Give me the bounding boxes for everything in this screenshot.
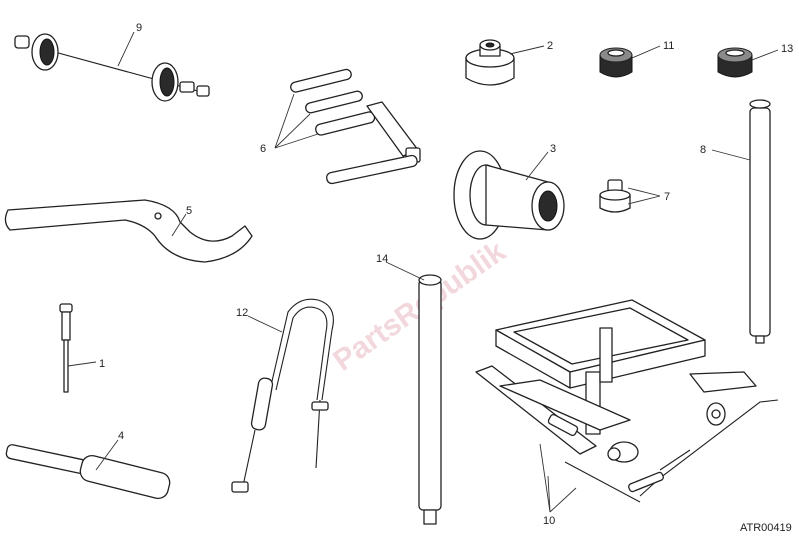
part-11-bushing	[599, 47, 633, 78]
part-7-valve	[599, 179, 631, 213]
callout-6: 6	[260, 143, 266, 155]
callout-11: 11	[663, 40, 674, 52]
part-9-bearing-puller	[14, 33, 210, 102]
part-6-pin-set	[290, 68, 421, 185]
part-10-service-stand	[475, 299, 779, 503]
part-4-drift	[5, 444, 171, 500]
part-8-rod	[749, 99, 771, 344]
part-13-bushing	[717, 47, 753, 78]
callout-2: 2	[547, 40, 553, 52]
part-12-hook-tool	[231, 298, 334, 493]
part-14-column	[418, 274, 442, 525]
drawing-code: ATR00419	[740, 522, 792, 534]
callout-5: 5	[186, 205, 192, 217]
part-2-cap-tool	[465, 39, 515, 86]
part-3-sleeve-tool	[453, 150, 565, 240]
callout-3: 3	[550, 143, 556, 155]
callout-14: 14	[376, 253, 388, 265]
leader-lines	[67, 31, 779, 513]
callout-13: 13	[781, 43, 793, 55]
part-5-hook-spanner	[4, 199, 253, 263]
callout-1: 1	[99, 358, 105, 370]
callout-4: 4	[118, 430, 124, 442]
callout-8: 8	[700, 144, 706, 156]
callout-12: 12	[236, 307, 248, 319]
callout-9: 9	[136, 22, 142, 34]
callout-7: 7	[664, 191, 670, 203]
part-1-probe	[59, 303, 73, 393]
callout-10: 10	[543, 515, 555, 527]
